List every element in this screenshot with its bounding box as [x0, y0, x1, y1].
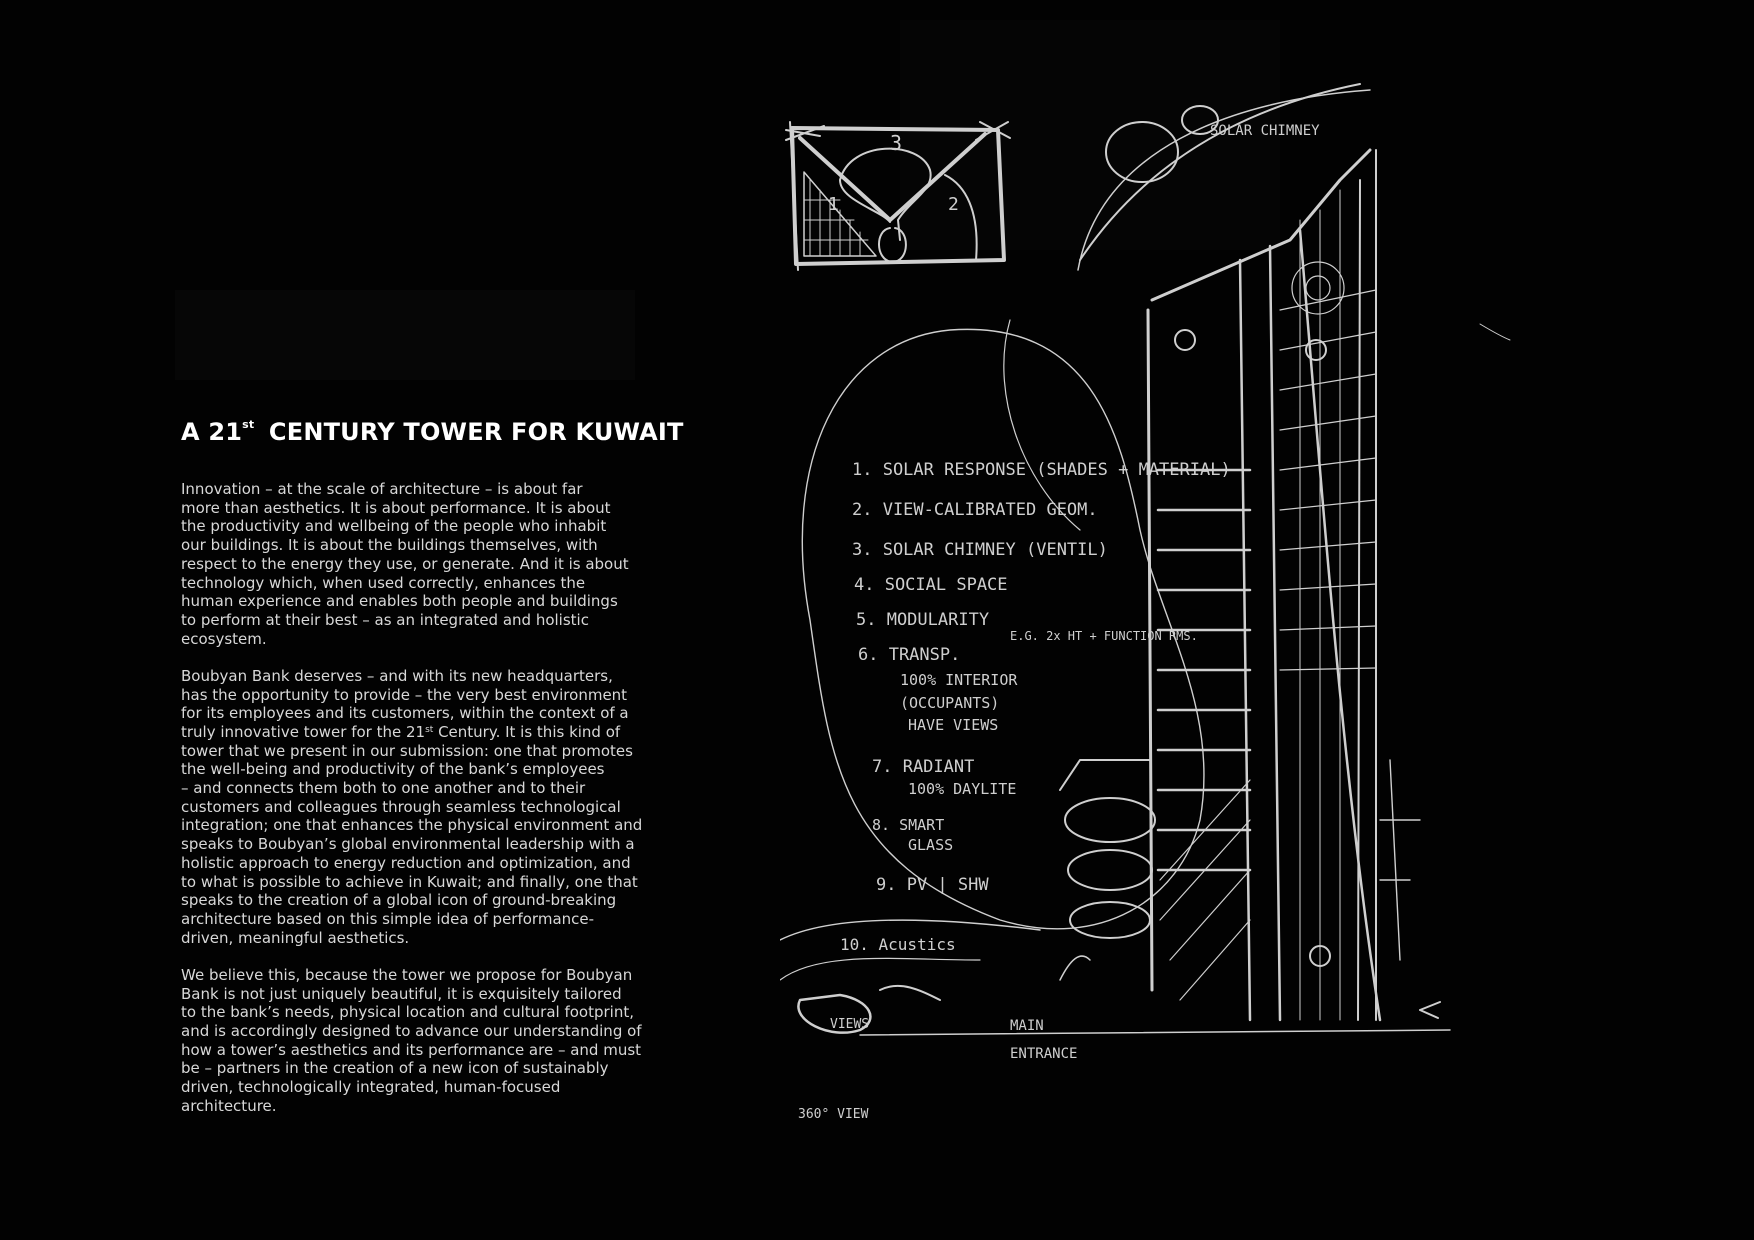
sketch-note: 7. RADIANT — [872, 757, 974, 777]
sketch-note: 100% INTERIOR — [900, 671, 1018, 689]
paragraph-line: architecture. — [181, 1096, 277, 1115]
sketch-note: 100% DAYLITE — [908, 780, 1016, 798]
plan-number-label: 2 — [948, 194, 959, 215]
sketch-note: 9. PV | SHW — [876, 875, 989, 895]
tower-concept-sketch: 3 1 2 SOLAR CHIMNEY 1. SOLAR RESPONSE (S… — [780, 60, 1640, 1140]
text-column: A 21st CENTURY TOWER FOR KUWAIT Innovati… — [181, 414, 684, 1134]
sketch-annotations: 3 1 2 SOLAR CHIMNEY 1. SOLAR RESPONSE (S… — [798, 123, 1320, 1122]
ordinal-superscript: st — [425, 724, 434, 735]
notes-bubble — [801, 328, 1205, 930]
sketch-note: GLASS — [908, 836, 953, 854]
paragraph-line: Innovation – at the scale of architectur… — [181, 480, 583, 498]
paragraph-line: how a tower’s aesthetics and its perform… — [181, 1040, 642, 1059]
tower-elevation-sketch — [1146, 148, 1382, 1022]
solar-arc-sketch — [1003, 83, 1371, 531]
main-entrance-label: ENTRANCE — [1010, 1046, 1077, 1062]
paragraph-line: We believe this, because the tower we pr… — [181, 965, 633, 984]
sketch-note: 2. VIEW-CALIBRATED GEOM. — [852, 500, 1098, 520]
title-main: A 21 — [181, 418, 243, 446]
paragraph-line: truly innovative tower for the 21st Cent… — [181, 722, 621, 741]
paragraph-3: We believe this, because the tower we pr… — [181, 966, 681, 1116]
paragraph-line: has the opportunity to provide – the ver… — [181, 685, 628, 704]
paragraph-2: Boubyan Bank deserves – and with its new… — [181, 667, 681, 948]
paragraph-line: tower that we present in our submission:… — [181, 741, 633, 760]
paragraph-line: speaks to the creation of a global icon … — [181, 891, 617, 910]
paragraph-line: speaks to Boubyan’s global environmental… — [181, 835, 635, 854]
side-note: E.G. 2x HT + FUNCTION RMS. — [1010, 629, 1198, 643]
title-rest: CENTURY TOWER FOR KUWAIT — [268, 418, 684, 446]
paragraph-line: ecosystem. — [181, 629, 267, 648]
sketch-svg: 3 1 2 SOLAR CHIMNEY 1. SOLAR RESPONSE (S… — [780, 83, 1511, 1122]
title-superscript: st — [242, 418, 255, 431]
solar-chimney-label: SOLAR CHIMNEY — [1210, 123, 1320, 139]
plan-number-label: 3 — [890, 131, 902, 155]
sketch-note: HAVE VIEWS — [908, 716, 998, 734]
page-title: A 21st CENTURY TOWER FOR KUWAIT — [181, 414, 684, 450]
sketch-note: 5. MODULARITY — [856, 610, 989, 630]
view-360-label: 360° VIEW — [798, 1107, 869, 1122]
paragraph-line: be – partners in the creation of a new i… — [181, 1059, 609, 1078]
paragraph-line: driven, meaningful aesthetics. — [181, 928, 410, 947]
paragraph-line: customers and colleagues through seamles… — [181, 797, 621, 816]
paragraph-1: Innovation – at the scale of architectur… — [181, 480, 681, 648]
faded-background-block — [175, 290, 635, 380]
paragraph-line: to perform at their best – as an integra… — [181, 610, 589, 629]
sketch-note: 3. SOLAR CHIMNEY (VENTIL) — [852, 540, 1108, 560]
paragraph-line: the productivity and wellbeing of the pe… — [181, 517, 607, 536]
paragraph-line: the well-being and productivity of the b… — [181, 760, 605, 779]
paragraph-line: and is accordingly designed to advance o… — [181, 1021, 642, 1040]
sketch-note: (OCCUPANTS) — [900, 694, 999, 712]
paragraph-line: to what is possible to achieve in Kuwait… — [181, 872, 638, 891]
paragraph-line: human experience and enables both people… — [181, 592, 618, 611]
paragraph-line: integration; one that enhances the physi… — [181, 816, 643, 835]
paragraph-line: respect to the energy they use, or gener… — [181, 554, 629, 573]
main-entrance-label: MAIN — [1010, 1018, 1044, 1034]
paragraph-line: holistic approach to energy reduction an… — [181, 853, 631, 872]
paragraph-line: technology which, when used correctly, e… — [181, 573, 586, 592]
sketch-note: 10. Acustics — [840, 935, 956, 954]
paragraph-line: – and connects them both to one another … — [181, 779, 586, 798]
plan-number-label: 1 — [828, 194, 839, 215]
floor-plan-sketch — [785, 121, 1011, 271]
ground-level-sketch — [780, 759, 1451, 1036]
views-label: VIEWS — [830, 1017, 869, 1032]
sketch-note: 8. SMART — [872, 816, 944, 834]
sketch-strokes — [780, 83, 1511, 1036]
sketch-note: 6. TRANSP. — [858, 645, 960, 665]
paragraph-line: Boubyan Bank deserves – and with its new… — [181, 666, 613, 685]
paragraph-line: architecture based on this simple idea o… — [181, 909, 595, 928]
paragraph-line: for its employees and its customers, wit… — [181, 704, 629, 723]
sketch-note: 4. SOCIAL SPACE — [854, 575, 1008, 595]
paragraph-line: to the bank’s needs, physical location a… — [181, 1003, 634, 1022]
sketch-note: 1. SOLAR RESPONSE (SHADES + MATERIAL) — [852, 460, 1231, 480]
paragraph-line: driven, technologically integrated, huma… — [181, 1078, 561, 1097]
paragraph-line: more than aesthetics. It is about perfor… — [181, 498, 611, 517]
paragraph-line: Bank is not just uniquely beautiful, it … — [181, 984, 622, 1003]
paragraph-line: our buildings. It is about the buildings… — [181, 536, 598, 555]
